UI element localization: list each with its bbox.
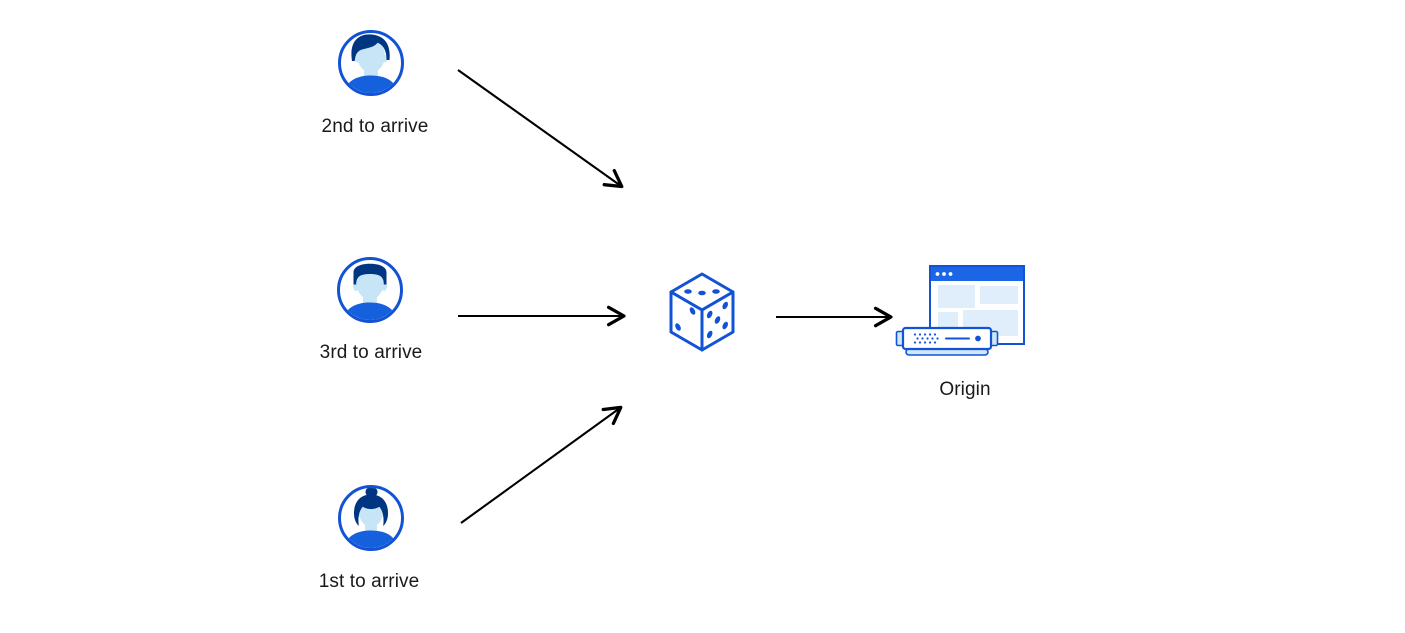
node-label: Origin (939, 379, 991, 400)
node-dice (667, 271, 737, 358)
male-avatar-flat-top-icon (337, 257, 403, 323)
female-avatar-bun-icon (338, 485, 404, 551)
node-user-first (338, 485, 404, 551)
node-user-third (337, 257, 403, 323)
node-label: 1st to arrive (318, 571, 420, 592)
server-icon (895, 326, 999, 356)
node-user-second (338, 30, 404, 96)
male-avatar-swept-hair-icon (338, 30, 404, 96)
node-label: 3rd to arrive (319, 342, 423, 363)
arrow-user-first-to-dice (460, 405, 623, 524)
node-origin (893, 262, 1028, 367)
avatar-artwork (343, 488, 399, 548)
arrow-user-second-to-dice (457, 69, 624, 189)
node-label: 2nd to arrive (321, 116, 429, 137)
dice-icon (669, 272, 735, 352)
browser-window-with-server-icon (895, 265, 1025, 356)
server-dot-grid (913, 333, 939, 344)
